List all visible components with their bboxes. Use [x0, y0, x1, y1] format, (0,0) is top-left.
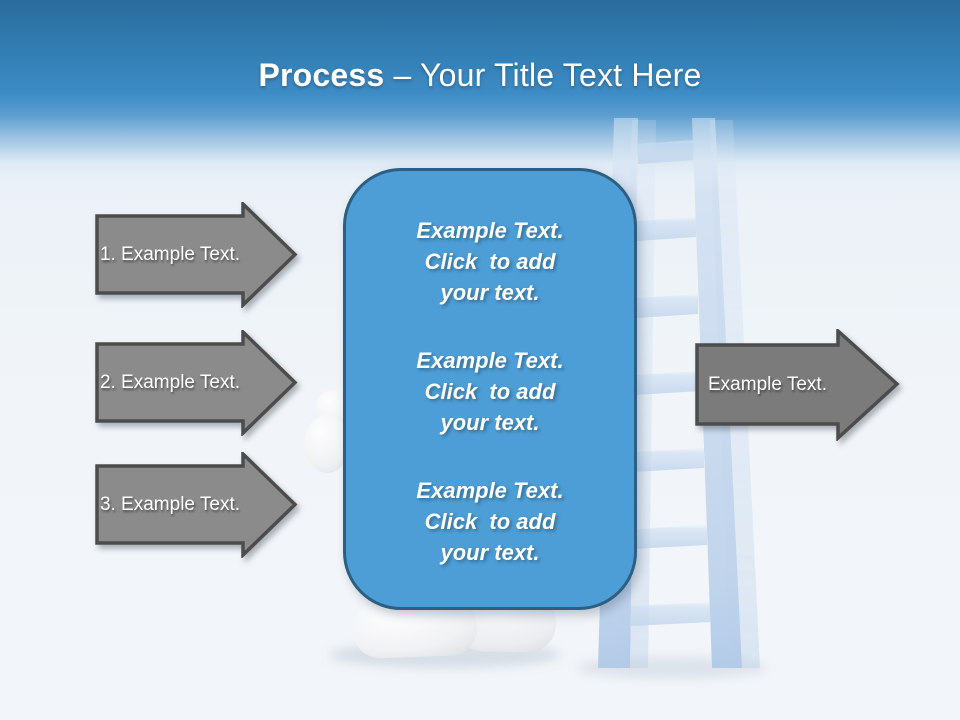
- box-paragraph-1: Example Text. Click to add your text.: [416, 218, 564, 305]
- process-arrow-3: 3. Example Text.: [95, 452, 300, 558]
- center-text-box: Example Text. Click to add your text. Ex…: [343, 168, 637, 610]
- figure-hand: [304, 390, 351, 473]
- title-rest: – Your Title Text Here: [393, 57, 702, 93]
- box-paragraph-3: Example Text. Click to add your text.: [416, 478, 564, 565]
- arrow-shape: [95, 202, 298, 308]
- arrow-shape: [695, 329, 900, 441]
- ladder-rungs: [631, 140, 710, 626]
- box-paragraph-2: Example Text. Click to add your text.: [416, 348, 564, 435]
- process-arrow-2-label: 2. Example Text.: [99, 371, 241, 393]
- process-arrow-3-label: 3. Example Text.: [99, 493, 241, 515]
- arrow-shape: [95, 330, 298, 436]
- process-arrow-2: 2. Example Text.: [95, 330, 300, 436]
- title-emphasis: Process: [258, 57, 385, 93]
- process-arrow-1: 1. Example Text.: [95, 202, 300, 308]
- process-arrow-1-label: 1. Example Text.: [99, 243, 241, 265]
- slide-title: Process – Your Title Text Here: [0, 57, 960, 94]
- result-arrow: Example Text.: [695, 329, 901, 441]
- result-arrow-label: Example Text.: [708, 373, 827, 395]
- arrow-shape: [95, 452, 298, 558]
